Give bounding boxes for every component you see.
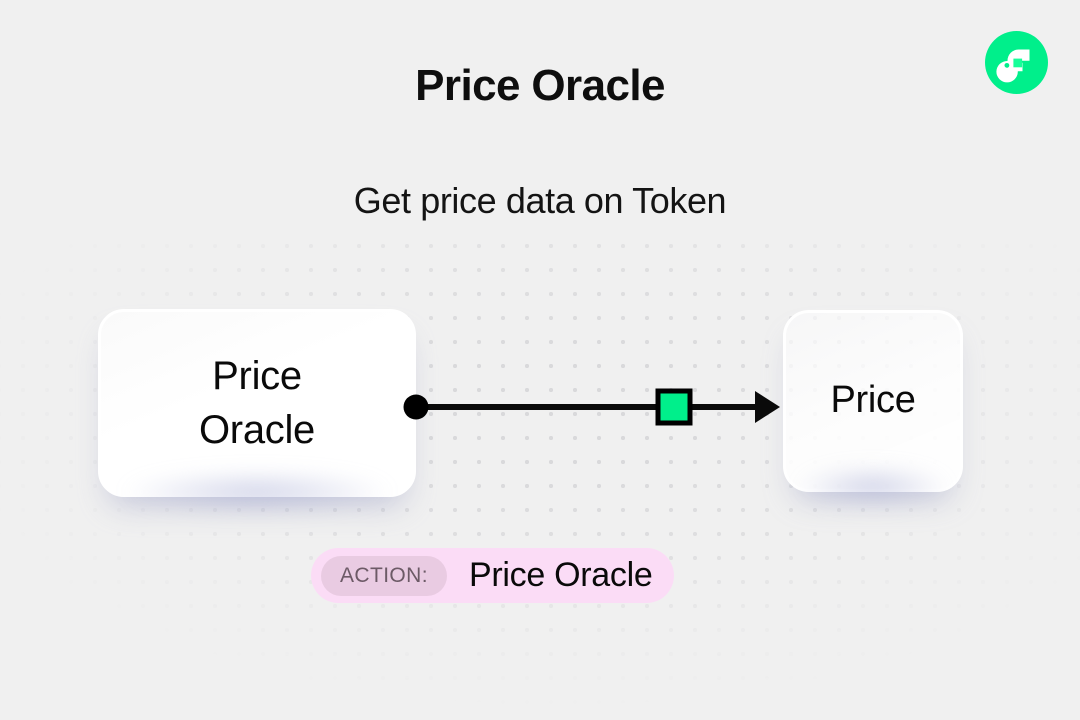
connector-arrowhead [755, 391, 780, 423]
node-card-label-line1: Price [212, 354, 302, 398]
node-card-price[interactable]: Price [783, 310, 963, 509]
node-card-price-oracle[interactable]: Price Oracle [98, 309, 416, 514]
connector-edge[interactable] [395, 385, 795, 429]
card-glow [119, 470, 395, 514]
node-card-label: Price Oracle [199, 349, 315, 457]
connector-midpoint-marker [655, 388, 693, 426]
card-glow [796, 465, 950, 509]
action-badge-value: Price Oracle [468, 556, 653, 594]
page-subtitle: Get price data on Token [353, 180, 727, 221]
node-card-label: Price [830, 379, 916, 422]
action-badge[interactable]: ACTION: Price Oracle [311, 548, 675, 603]
connector-start-dot [403, 394, 429, 420]
flow-logo-icon [985, 31, 1048, 94]
node-card-label-line2: Oracle [198, 408, 315, 452]
page-title: Price Oracle [415, 61, 665, 110]
action-badge-chip: ACTION: [321, 555, 447, 596]
